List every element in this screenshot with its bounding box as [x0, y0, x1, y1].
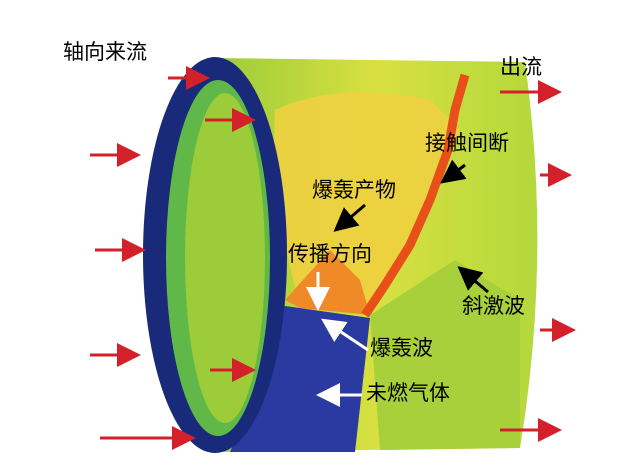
- label-detonation-wave: 爆轰波: [370, 336, 433, 360]
- inner-wall-shade: [185, 93, 265, 423]
- oblique-shock-region: [370, 260, 520, 450]
- pointer-arrows: [306, 159, 489, 407]
- outflow-arrows: [500, 80, 576, 442]
- label-detonation-products: 爆轰产物: [312, 178, 396, 202]
- label-outflow: 出流: [500, 55, 542, 79]
- contact-discontinuity-line: [361, 73, 470, 318]
- label-propagation-direction: 传播方向: [288, 242, 372, 266]
- label-contact-discontinuity: 接触间断: [425, 131, 509, 155]
- label-unburned-gas: 未燃气体: [366, 381, 450, 405]
- label-axial-inflow: 轴向来流: [63, 40, 147, 64]
- detonation-products-region: [274, 92, 460, 312]
- label-oblique-shock: 斜激波: [462, 294, 525, 318]
- inflow-arrows: [90, 66, 256, 450]
